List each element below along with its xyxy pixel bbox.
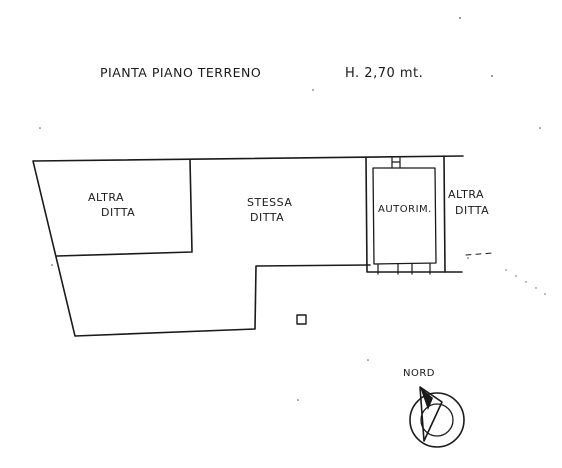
room-label-altra-ditta-left-2: DITTA [101, 206, 135, 219]
compass-north-icon [409, 386, 465, 448]
room-label-stessa-ditta-1: STESSA [247, 196, 292, 209]
room-label-altra-ditta-right-2: DITTA [455, 204, 489, 217]
compass-label: NORD [403, 368, 435, 379]
garage-door-marks [377, 263, 431, 275]
right-dashed-line [465, 252, 493, 256]
garage-top-opening [391, 157, 401, 169]
garage-inner-walls [372, 167, 437, 265]
garage-outer-walls [365, 155, 446, 273]
room-altra-ditta-left-walls [56, 159, 193, 257]
pillar-square [296, 314, 307, 325]
scan-specks [39, 17, 546, 401]
plan-title: PIANTA PIANO TERRENO [100, 65, 261, 80]
room-label-altra-ditta-left-1: ALTRA [88, 191, 124, 204]
room-label-stessa-ditta-2: DITTA [250, 211, 284, 224]
room-label-altra-ditta-right-1: ALTRA [448, 188, 484, 201]
height-label: H. 2,70 mt. [345, 66, 423, 81]
building-outline [32, 155, 464, 337]
room-label-autorim: AUTORIM. [378, 204, 432, 215]
